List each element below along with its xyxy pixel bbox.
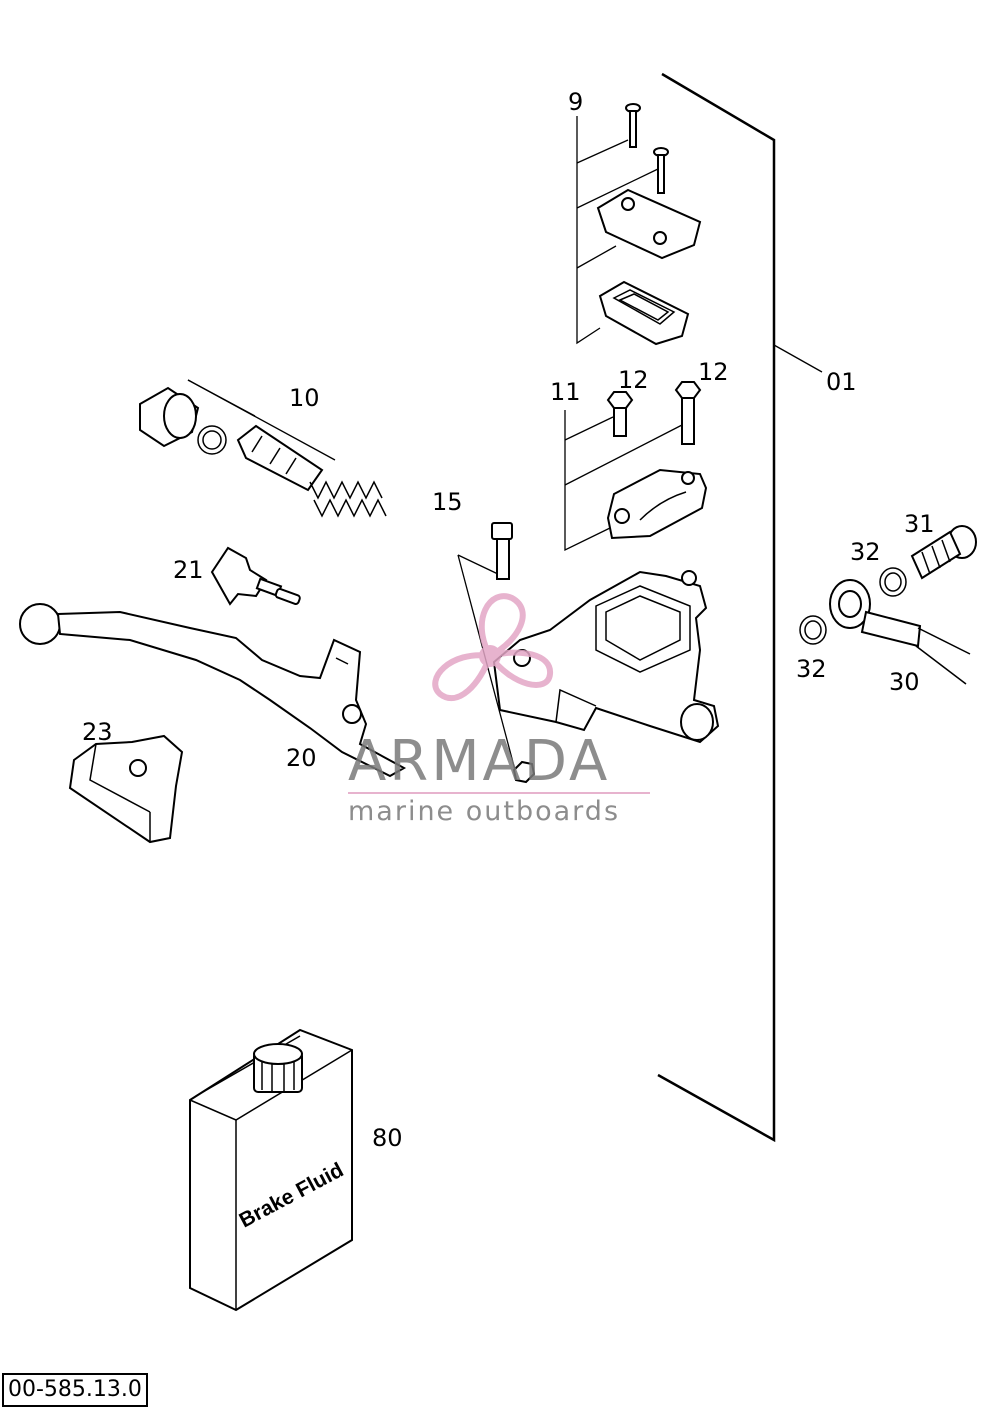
- label-part-23: 23: [82, 718, 113, 746]
- piston: [236, 424, 324, 492]
- dust-boot: [139, 386, 200, 448]
- label-part-20: 20: [286, 744, 317, 772]
- watermark-brand: ARMADA: [348, 729, 610, 794]
- label-part-10: 10: [289, 384, 320, 412]
- pivot-bolt: [491, 522, 513, 580]
- banjo-bolt: [910, 525, 977, 580]
- reference-code: 00-585.13.0: [2, 1373, 148, 1407]
- clamp-group: [564, 381, 708, 552]
- circlip: [197, 425, 227, 455]
- label-part-9: 9: [568, 88, 583, 116]
- label-part-12-right: 12: [698, 358, 729, 386]
- lever-guard: [68, 734, 184, 844]
- brake-lever: [19, 603, 407, 778]
- label-part-80: 80: [372, 1124, 403, 1152]
- armada-watermark: ARMADA marine outboards: [348, 593, 650, 827]
- banjo-fitting-group: [799, 525, 977, 685]
- label-part-15: 15: [432, 488, 463, 516]
- lever-adjuster: [210, 546, 301, 606]
- brake-fluid-can: Brake Fluid: [189, 1028, 353, 1312]
- screw-upper: [625, 103, 641, 148]
- label-part-01: 01: [826, 368, 857, 396]
- label-part-11: 11: [550, 378, 581, 406]
- sealing-washer-upper: [879, 567, 907, 597]
- screw-lower: [653, 147, 669, 194]
- clamp-bolt-left: [606, 391, 634, 437]
- reservoir-cover-group: [576, 103, 702, 346]
- piston-spring: [309, 480, 387, 518]
- assembly-bracket-01: [657, 72, 823, 1143]
- label-part-21: 21: [173, 556, 204, 584]
- label-part-31: 31: [904, 510, 935, 538]
- label-part-32-lower: 32: [796, 655, 827, 683]
- pivot-bolt-group: [457, 522, 536, 784]
- watermark-tagline: marine outboards: [348, 796, 620, 827]
- piston-kit-group: [139, 379, 387, 518]
- brake-hose: [829, 579, 971, 685]
- label-part-30: 30: [889, 668, 920, 696]
- pivot-nut: [512, 760, 536, 784]
- propeller-icon: [432, 593, 553, 702]
- sealing-washer-lower: [799, 615, 827, 645]
- handlebar-clamp: [606, 468, 708, 540]
- label-part-12-left: 12: [618, 366, 649, 394]
- reservoir-cover: [596, 188, 702, 260]
- label-part-32-upper: 32: [850, 538, 881, 566]
- clamp-bolt-right: [674, 381, 702, 445]
- reservoir-gasket: [598, 280, 690, 346]
